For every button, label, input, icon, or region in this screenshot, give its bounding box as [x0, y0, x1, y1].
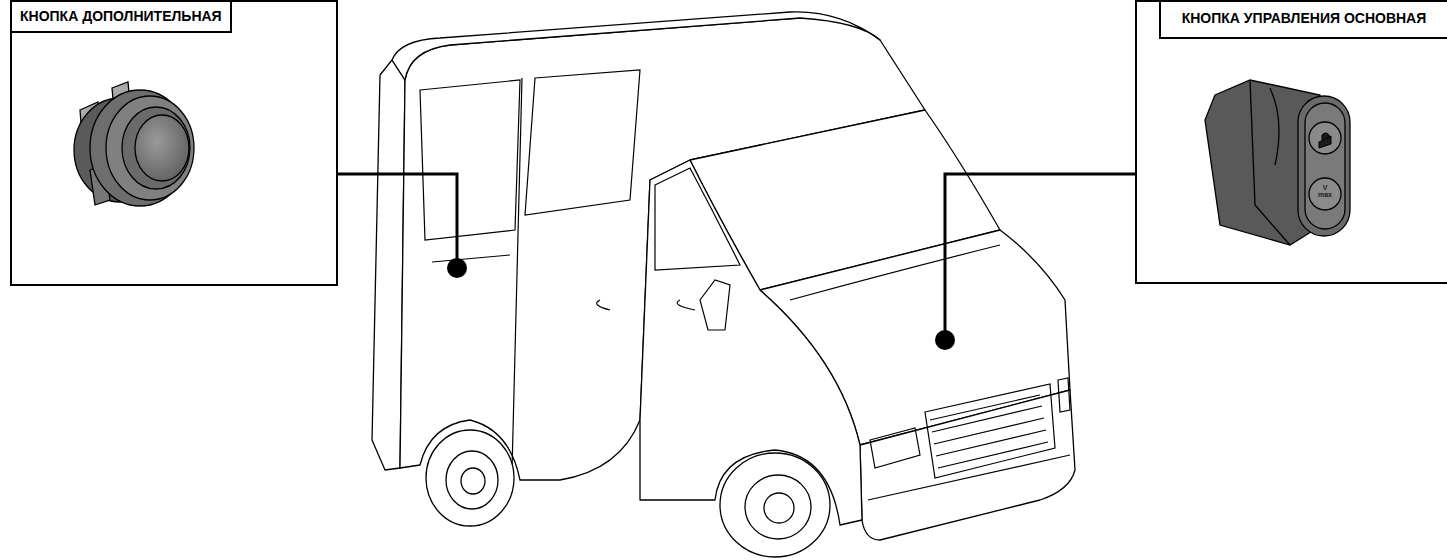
round-button-illustration	[74, 82, 194, 206]
leader-lines	[337, 174, 1135, 350]
van-details	[420, 70, 1070, 500]
control-button-illustration	[1205, 80, 1350, 245]
button-marking: V max	[1309, 184, 1341, 198]
van-wheels	[426, 430, 830, 557]
van-body	[372, 12, 1075, 540]
callout-box: КНОПКА ДОПОЛНИТЕЛЬНАЯ	[10, 0, 338, 286]
callout-heading: КНОПКА УПРАВЛЕНИЯ ОСНОВНАЯ	[1159, 2, 1447, 39]
callout-box: КНОПКА УПРАВЛЕНИЯ ОСНОВНАЯ	[1135, 0, 1447, 284]
callout-heading: КНОПКА ДОПОЛНИТЕЛЬНАЯ	[12, 2, 232, 33]
